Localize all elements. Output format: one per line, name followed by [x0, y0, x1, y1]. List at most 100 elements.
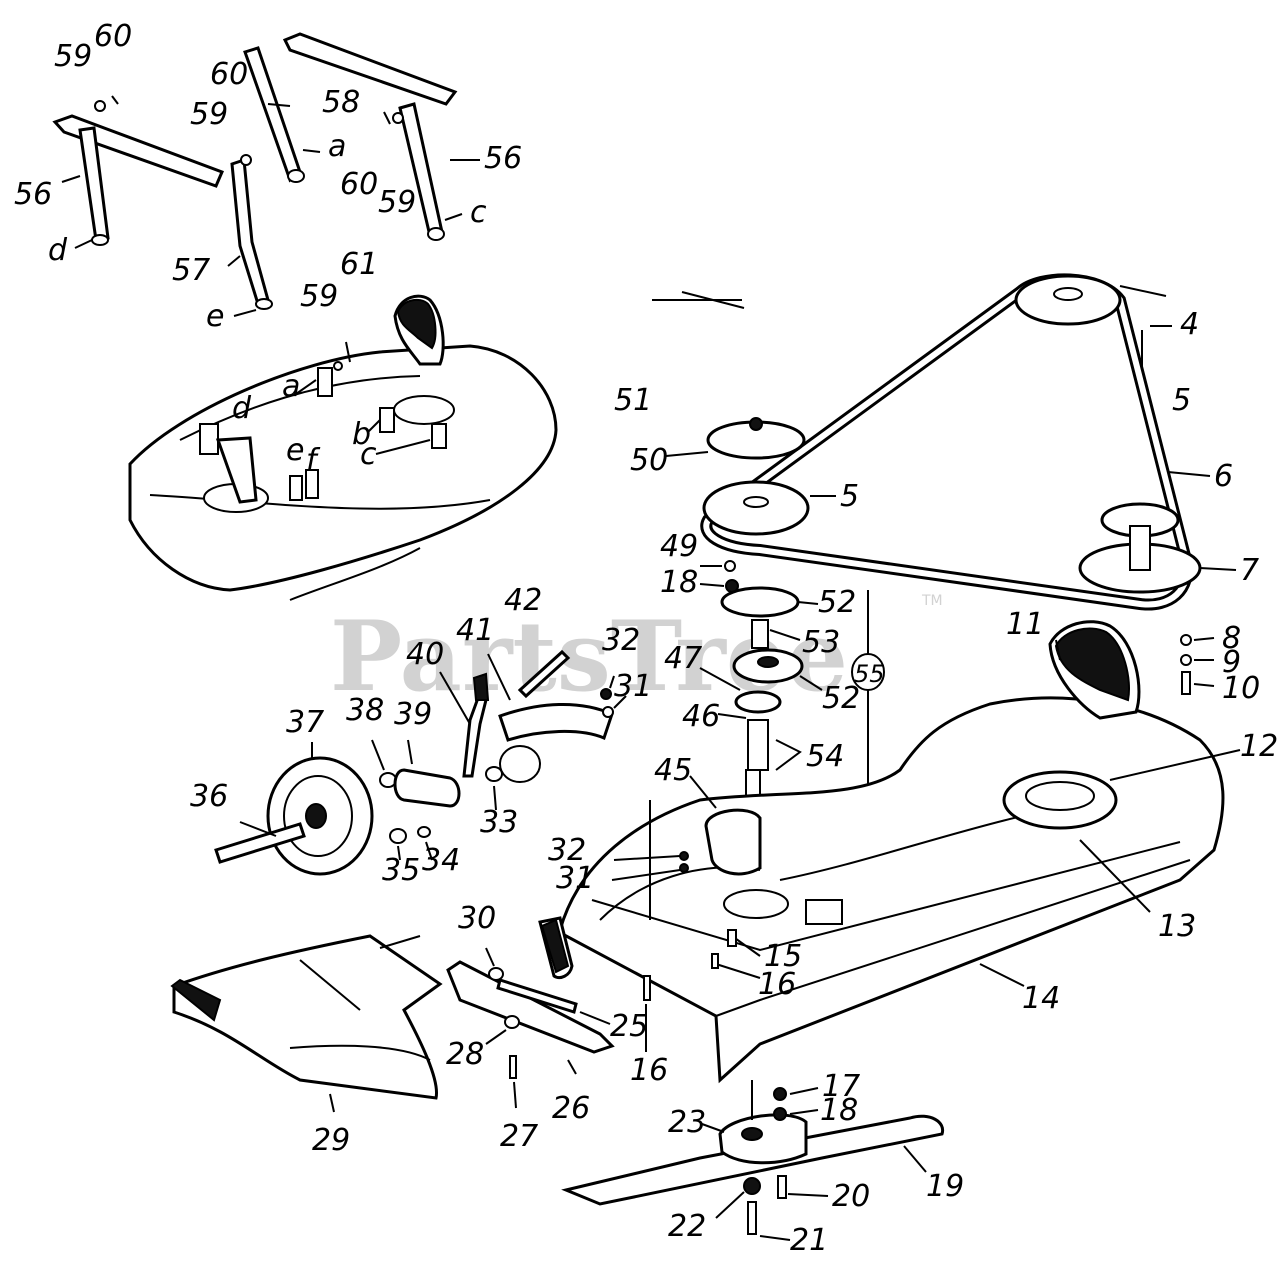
callout-38: 38: [346, 693, 384, 728]
callout-16-upper: 16: [758, 967, 796, 1002]
callout-61: 61: [340, 247, 378, 282]
pin-61: [345, 341, 351, 363]
callout-52-lower: 52: [822, 681, 860, 716]
callout-49: 49: [660, 529, 698, 564]
upper-deck-view: [128, 294, 558, 601]
watermark-trademark: TM: [921, 593, 943, 609]
bracket-a: [317, 367, 333, 397]
callout-40: 40: [406, 637, 444, 672]
bracket-e: [289, 475, 303, 501]
callout-9: 9: [1222, 645, 1241, 680]
callout-55: 55: [854, 660, 885, 688]
callout-59-a: 59: [54, 39, 92, 74]
nut-17: [773, 1087, 787, 1101]
cotter-60-c: [383, 111, 391, 125]
spindle-boss-right: [393, 395, 455, 425]
callout-39: 39: [394, 697, 432, 732]
callout-5-right: 5: [1172, 383, 1191, 418]
callout-57: 57: [172, 253, 210, 288]
deck-bracket-front: [805, 899, 843, 925]
letter-e-deck: e: [286, 433, 304, 468]
callout-13: 13: [1158, 909, 1196, 944]
callout-19: 19: [926, 1169, 964, 1204]
callout-54: 54: [806, 739, 844, 774]
washer-18-bottom: [773, 1107, 787, 1121]
bolt-27: [509, 1055, 517, 1079]
bolt-15: [727, 929, 737, 947]
callout-27: 27: [500, 1119, 538, 1154]
callout-32-upper: 32: [602, 623, 640, 658]
pin-d: [91, 234, 109, 246]
bracket-f: [305, 469, 319, 499]
callout-41: 41: [456, 613, 494, 648]
bolt-21: [747, 1201, 757, 1235]
callout-21: 21: [790, 1223, 828, 1258]
letter-d-top: d: [48, 233, 68, 268]
callout-4: 4: [1180, 307, 1199, 342]
link-rod-d: [215, 436, 258, 504]
letter-c-deck: c: [360, 437, 377, 472]
callout-5-left: 5: [840, 479, 859, 514]
pin-a-top: [287, 169, 305, 183]
washer-49: [724, 560, 736, 572]
washer-59-d: [333, 361, 343, 371]
callout-circle-55: [851, 653, 885, 691]
spring-rod-25: [496, 978, 578, 1014]
callout-26: 26: [552, 1091, 590, 1126]
bolt-20: [777, 1175, 787, 1199]
bearing-47: [734, 690, 782, 714]
discharge-chute-assembly: [170, 934, 651, 1113]
blade-adapter-23: [718, 1113, 808, 1165]
washer-59-c: [392, 112, 404, 124]
bracket-d: [199, 423, 219, 455]
washer-22: [743, 1177, 761, 1195]
letter-e-top: e: [206, 299, 224, 334]
lever-bracket-41: [498, 702, 614, 742]
callout-32-lower: 32: [548, 833, 586, 868]
callout-52-upper: 52: [818, 585, 856, 620]
washer-8: [1180, 634, 1192, 646]
letter-d-deck: d: [232, 391, 252, 426]
callout-60-a: 60: [94, 19, 132, 54]
nut-33: [485, 766, 503, 782]
mounting-bracket-45: [704, 808, 762, 876]
washer-59-b: [240, 154, 252, 166]
letter-a-deck: a: [282, 369, 300, 404]
callout-17: 17: [822, 1069, 860, 1104]
callout-labels: 4 5 5 6 7 8 9 10 11 12 13 14 15 16 16 17…: [14, 19, 1278, 1258]
callout-37: 37: [286, 705, 324, 740]
lift-bar-top-right: [282, 32, 458, 106]
callout-16-lower: 16: [630, 1053, 668, 1088]
callout-42: 42: [504, 583, 542, 618]
bolt-16-lower: [643, 975, 651, 1001]
spindle-mount-plate: [723, 889, 789, 919]
callout-23: 23: [668, 1105, 706, 1140]
callout-36: 36: [190, 779, 228, 814]
deck-housing-top-view: [128, 344, 558, 592]
lift-arm-57: [230, 157, 270, 306]
pivot-plate: [499, 745, 541, 783]
callout-45: 45: [654, 753, 692, 788]
callout-18-lower: 18: [820, 1093, 858, 1128]
callout-29: 29: [312, 1123, 350, 1158]
washer-34: [417, 826, 431, 838]
bolt-42: [517, 649, 571, 699]
lift-linkage-assembly: [52, 32, 480, 317]
blade-assembly: [561, 1080, 945, 1241]
callout-20: 20: [832, 1179, 870, 1214]
spacer-53: [751, 619, 769, 649]
bracket-39: [393, 768, 461, 808]
bolt-16-upper: [711, 953, 719, 969]
washer-31-upper: [602, 706, 614, 718]
lift-arm-58: [243, 46, 302, 183]
nut-51: [749, 417, 763, 431]
callout-51: 51: [614, 383, 652, 418]
letter-b-deck: b: [352, 417, 371, 452]
callout-15: 15: [764, 939, 802, 974]
callout-60-b: 60: [210, 57, 248, 92]
callout-50: 50: [630, 443, 668, 478]
pin-e-top: [255, 298, 273, 310]
bolt-10: [1181, 671, 1191, 695]
nut-32-lower: [679, 851, 689, 861]
nut-32-upper: [600, 688, 612, 700]
